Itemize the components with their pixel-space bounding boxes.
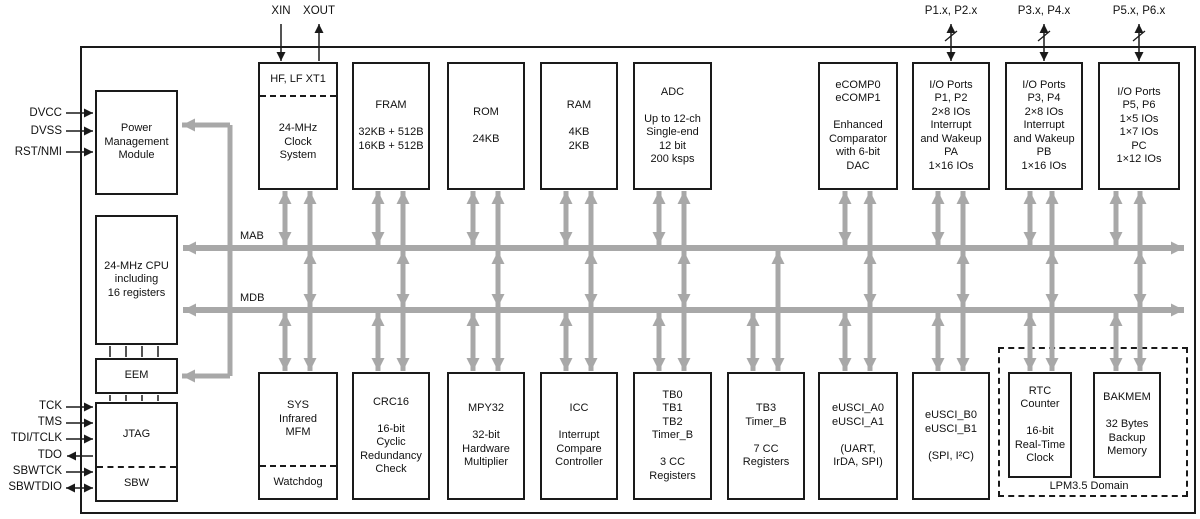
pin-label-p3-p4: P3.x, P4.x [1017,5,1071,17]
block-eusci-a: eUSCI_A0 eUSCI_A1 (UART, IrDA, SPI) [818,372,898,500]
pin-label-p1-p2: P1.x, P2.x [924,5,978,17]
block-mpy32: MPY32 32-bit Hardware Multiplier [447,372,525,500]
block-jtag-sbw: JTAG SBW [95,402,178,502]
mdb-bus-label: MDB [240,292,265,304]
block-sys-watchdog: SYS Infrared MFM Watchdog [258,372,338,500]
clock-body-label: 24-MHz Clock System [278,122,318,162]
block-timer-tb3: TB3 Timer_B 7 CC Registers [727,372,805,500]
mab-bus-label: MAB [240,230,264,242]
block-io-ports-p5-p6: I/O Ports P5, P6 1×5 IOs 1×7 IOs PC 1×12… [1098,62,1180,190]
bus-width-slash [1037,30,1051,42]
block-rtc: RTC Counter 16-bit Real-Time Clock [1008,372,1072,478]
block-timer-tb0-tb2: TB0 TB1 TB2 Timer_B 3 CC Registers [633,372,712,500]
lpm35-domain-label: LPM3.5 Domain [1049,480,1129,492]
pin-label-xout: XOUT [303,5,335,17]
block-io-ports-p3-p4: I/O Ports P3, P4 2×8 IOs Interrupt and W… [1005,62,1083,190]
pin-label-p5-p6: P5.x, P6.x [1112,5,1166,17]
block-cpu: 24-MHz CPU including 16 registers [95,215,178,345]
pin-label-xin: XIN [271,5,291,17]
pin-label-tms: TMS [37,416,62,428]
sys-label: SYS Infrared MFM [279,399,317,439]
sbw-label: SBW [97,466,176,500]
jtag-label: JTAG [122,428,151,441]
pin-label-sbwtck: SBWTCK [12,465,62,477]
bus-width-slash [944,30,958,42]
pin-label-dvss: DVSS [30,125,62,137]
bus-width-slash [1132,30,1146,42]
pin-label-tdo: TDO [37,449,62,461]
block-bakmem: BAKMEM 32 Bytes Backup Memory [1093,372,1161,478]
block-ram: RAM 4KB 2KB [540,62,618,190]
lpm35-domain-region: LPM3.5 Domain [998,347,1188,497]
pin-label-tck: TCK [39,400,62,412]
block-power-management: Power Management Module [95,90,178,195]
block-adc: ADC Up to 12-ch Single-end 12 bit 200 ks… [633,62,712,190]
block-io-ports-p1-p2: I/O Ports P1, P2 2×8 IOs Interrupt and W… [912,62,990,190]
block-rom: ROM 24KB [447,62,525,190]
block-fram: FRAM 32KB + 512B 16KB + 512B [352,62,430,190]
block-crc16: CRC16 16-bit Cyclic Redundancy Check [352,372,430,500]
block-ecomp: eCOMP0 eCOMP1 Enhanced Comparator with 6… [818,62,898,190]
watchdog-label: Watchdog [260,465,336,498]
block-eem: EEM [95,358,178,394]
block-icc: ICC Interrupt Compare Controller [540,372,618,500]
pin-label-dvcc: DVCC [29,107,62,119]
block-clock-system: HF, LF XT1 24-MHz Clock System [258,62,338,190]
clock-xt1-label: HF, LF XT1 [260,64,336,97]
pin-label-sbwtdio: SBWTDIO [8,481,62,493]
pin-label-rst-nmi: RST/NMI [14,146,62,158]
pin-label-tdi-tclk: TDI/TCLK [10,432,62,444]
block-eusci-b: eUSCI_B0 eUSCI_B1 (SPI, I²C) [912,372,990,500]
